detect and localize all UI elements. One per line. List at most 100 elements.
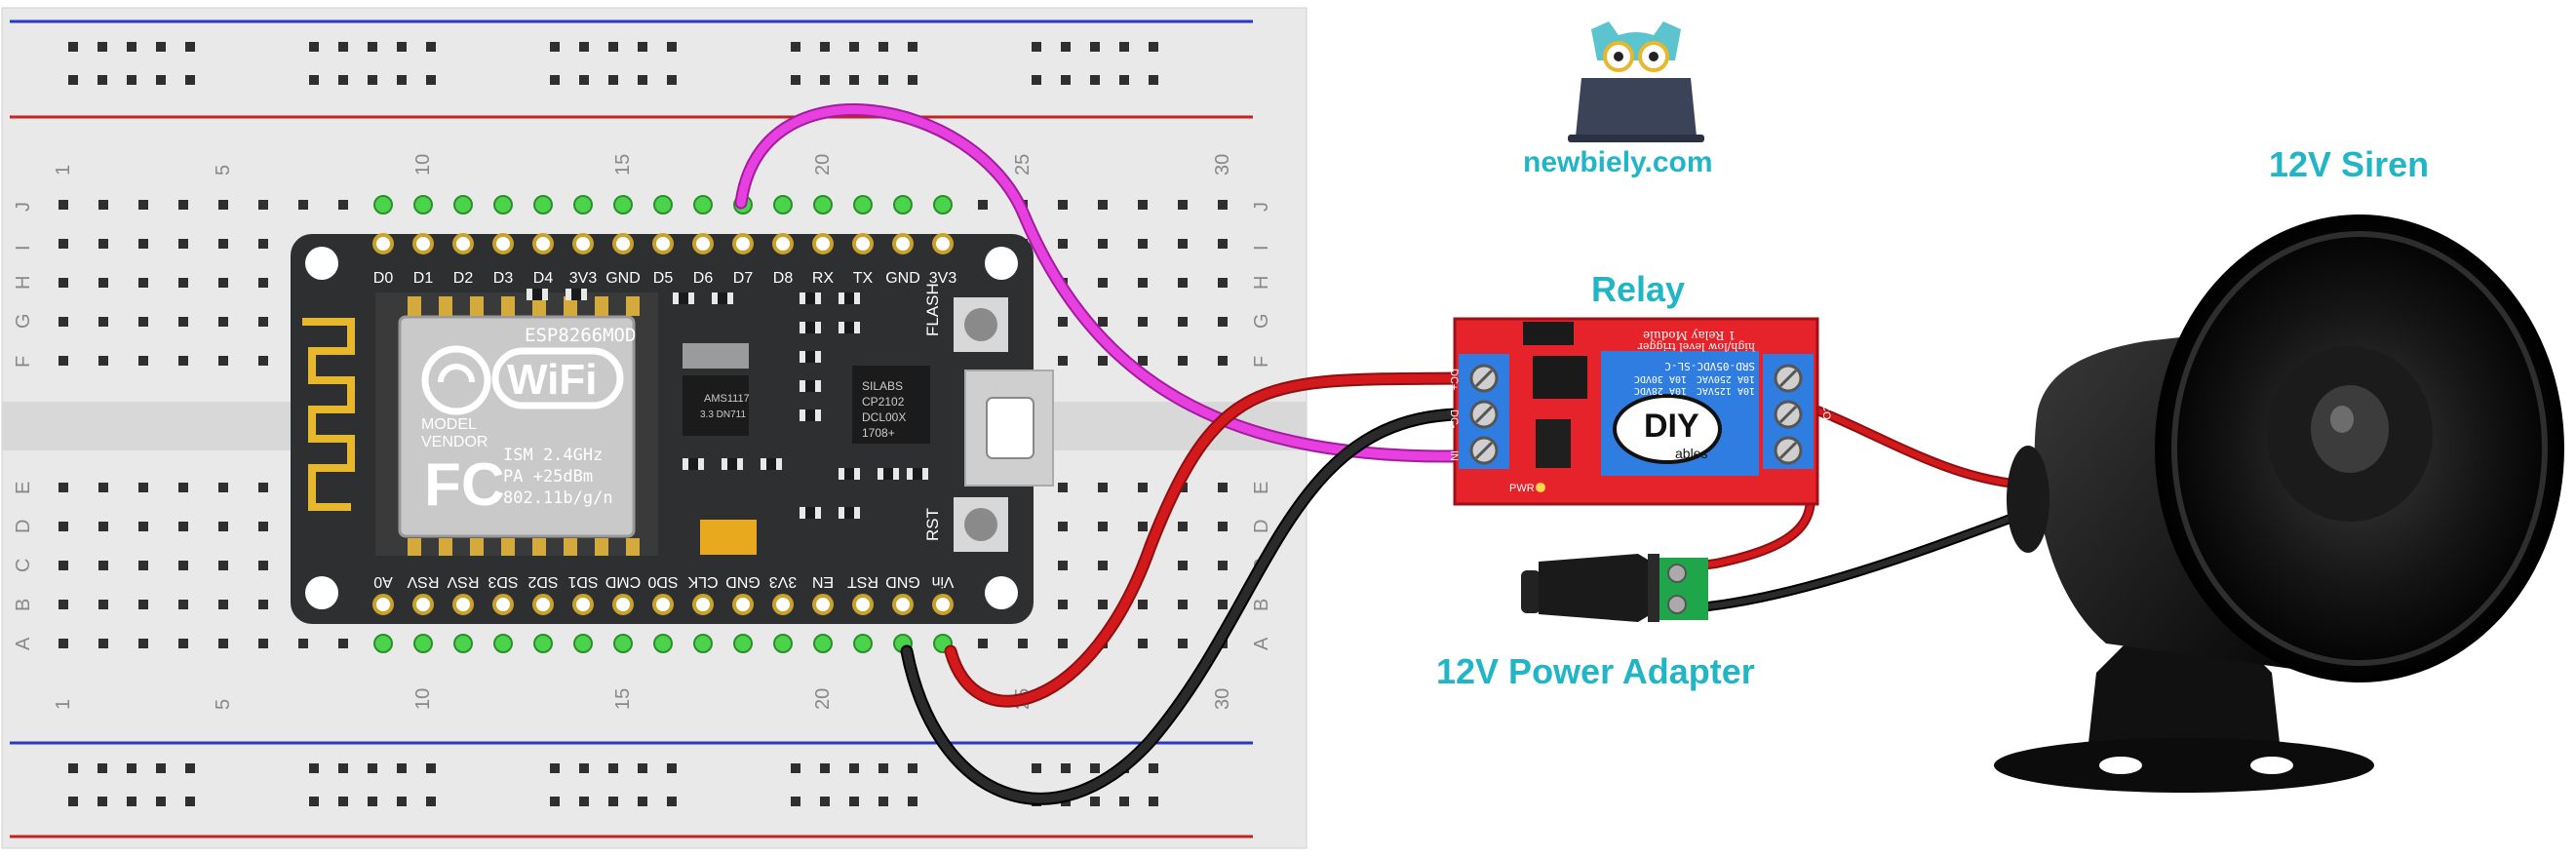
breadboard-hole [218, 356, 228, 366]
top-pin-label: D3 [493, 270, 514, 287]
row-letter: G [1251, 313, 1272, 329]
wifi-text: WiFi [507, 356, 597, 404]
rail-hole [397, 797, 407, 806]
bottom-pin-pad [812, 594, 834, 615]
rail-hole [156, 75, 166, 85]
breadboard-hole [1138, 639, 1148, 648]
rail-hole [368, 75, 377, 85]
column-number: 30 [1212, 688, 1233, 710]
top-pin-pad [612, 233, 634, 254]
rail-hole [127, 42, 137, 52]
breadboard-hole [178, 278, 188, 288]
relay-input-pin-label: DC+ [1448, 369, 1460, 390]
breadboard-hole [138, 356, 148, 366]
top-pin-pad [732, 233, 754, 254]
top-pin-header [373, 195, 393, 214]
rail-hole [98, 42, 107, 52]
breadboard-hole [1178, 639, 1188, 648]
flash-button[interactable] [954, 297, 1008, 352]
breadboard-hole [138, 522, 148, 531]
column-number: 5 [213, 165, 234, 175]
breadboard-hole [98, 239, 108, 249]
bottom-pin-header [413, 634, 433, 653]
bottom-pin-header [733, 634, 753, 653]
tantalum-capacitor [700, 520, 757, 555]
bottom-pin-pad [532, 594, 554, 615]
rail-hole [185, 797, 195, 806]
rail-hole [1061, 763, 1071, 773]
breadboard-hole [1138, 356, 1148, 366]
breadboard-hole [1138, 522, 1148, 531]
optocoupler [1533, 356, 1587, 399]
row-letter: H [1251, 276, 1272, 290]
rail-hole [791, 42, 800, 52]
top-pin-pad [692, 233, 714, 254]
rail-hole [1032, 763, 1041, 773]
regulator-chip [683, 375, 749, 436]
bottom-pin-pad [492, 594, 514, 615]
top-pin-pad [452, 233, 474, 254]
rail-hole [368, 797, 377, 806]
breadboard-hole [218, 561, 228, 570]
top-pin-label: D7 [733, 270, 754, 287]
rail-hole [1149, 75, 1158, 85]
diyables-logo-icon [1613, 394, 1722, 464]
screw-icon [1667, 564, 1687, 583]
breadboard-hole [1058, 483, 1068, 492]
breadboard-hole [98, 522, 108, 531]
mount-hole [985, 576, 1018, 609]
bottom-pin-pad [612, 594, 634, 615]
breadboard-hole [178, 200, 188, 210]
standard-text: 802.11b/g/n [503, 488, 613, 508]
breadboard-hole [138, 483, 148, 492]
rail-hole [397, 75, 407, 85]
castellation-pad [439, 296, 452, 316]
rail-hole [397, 763, 407, 773]
power-adapter [1521, 554, 1708, 622]
rail-hole [368, 42, 377, 52]
breadboard-hole [1178, 317, 1188, 327]
column-number: 1 [53, 699, 74, 710]
bottom-pin-label: RSV [407, 573, 439, 590]
bottom-pin-label: GND [725, 573, 761, 590]
rail-hole [608, 75, 618, 85]
breadboard-hole [1098, 522, 1108, 531]
breadboard-hole [1138, 600, 1148, 609]
bottom-pin-label: EN [812, 573, 834, 590]
relay-rating: 10A 125VAC [1697, 385, 1755, 396]
transistor [1536, 419, 1571, 468]
relay-output-pin-label: NC [1820, 369, 1832, 384]
rail-hole [309, 42, 319, 52]
breadboard-hole [59, 200, 68, 210]
bottom-pin-pad [452, 594, 474, 615]
relay-output-pin-label: NO [1820, 447, 1832, 463]
ism-text: ISM 2.4GHz [503, 446, 603, 465]
output-terminals [1774, 364, 1803, 465]
row-letter: J [1251, 202, 1272, 212]
relay-coil-text: SRD-05VDC-SL-C [1664, 360, 1755, 372]
castellation-pad [470, 538, 484, 556]
breadboard-hole [258, 278, 268, 288]
micro-usb-port[interactable] [964, 370, 1054, 487]
rail-hole [426, 42, 436, 52]
reset-button[interactable] [954, 497, 1008, 552]
rail-hole [849, 75, 859, 85]
bottom-pin-label: RST [847, 573, 878, 590]
breadboard-hole [218, 278, 228, 288]
rail-hole [1149, 763, 1158, 773]
breadboard-hole [138, 600, 148, 609]
rail-hole [667, 797, 677, 806]
breadboard-hole [1098, 600, 1108, 609]
top-pin-header [653, 195, 673, 214]
rail-hole [127, 75, 137, 85]
rail-hole [791, 763, 800, 773]
breadboard-hole [1138, 200, 1148, 210]
rail-hole [1119, 75, 1129, 85]
top-pin-pad [572, 233, 594, 254]
top-pin-header [453, 195, 473, 214]
breadboard-hole [1098, 200, 1108, 210]
bottom-pin-label: 3V3 [769, 573, 798, 590]
base-hole [2250, 757, 2293, 774]
rail-hole [397, 42, 407, 52]
bottom-pin-label: CMD [605, 573, 641, 590]
